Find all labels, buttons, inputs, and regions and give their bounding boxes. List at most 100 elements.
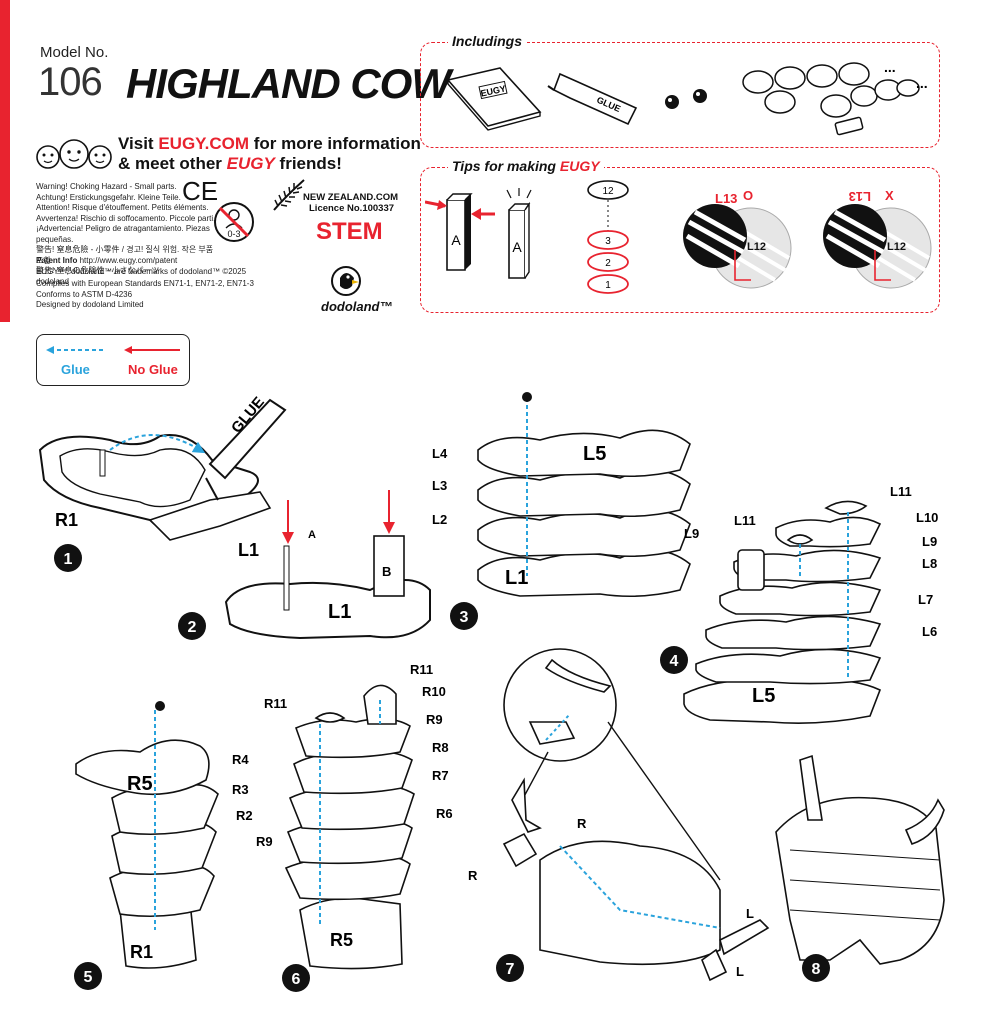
diagram-label: R11 — [410, 662, 433, 677]
tips-box — [420, 167, 940, 313]
glue-legend — [36, 334, 190, 386]
model-name: HIGHLAND COW — [126, 60, 451, 107]
diagram-label: 2 — [188, 619, 197, 636]
legend-no-glue-label: No Glue — [128, 362, 178, 377]
eugy-website-link[interactable]: EUGY.COM — [158, 134, 250, 153]
tips-illustration: A A 12 3 2 1 L13 O L12 — [425, 180, 932, 294]
legend-glue-label: Glue — [61, 362, 90, 377]
diagram-label: 6 — [292, 971, 301, 988]
eugy-mascots-icon — [36, 139, 112, 169]
includings-title: Includings — [448, 33, 526, 49]
model-number: 106 — [38, 60, 103, 104]
visit-text: Visit EUGY.COM for more information & me… — [118, 134, 421, 173]
eye-piece-icon — [522, 392, 532, 402]
diagram-label: R9 — [256, 834, 273, 849]
instruction-booklet-icon: EUGY — [446, 67, 542, 131]
legend-arrows — [46, 346, 180, 354]
eye-piece-icon — [693, 89, 707, 103]
silver-fern-icon — [273, 179, 305, 211]
diagram-label: 4 — [670, 653, 679, 670]
patent-info: Patent Info http://www.eugy.com/patent E… — [36, 256, 247, 286]
diagram-label: L11 — [890, 484, 912, 499]
diagram-label: L2 — [432, 512, 447, 527]
press-card-icon: A — [425, 193, 495, 271]
step-4-illustration — [683, 500, 882, 724]
step-6-illustration — [284, 684, 415, 970]
diagram-label: L1 — [328, 601, 351, 623]
diagram-label: A — [451, 232, 461, 248]
diagram-label: R11 — [264, 696, 287, 711]
diagram-label: R1 — [55, 510, 78, 530]
diagram-label: 2 — [605, 258, 611, 269]
dodoland-logo: dodoland™ — [321, 299, 393, 314]
step-8-illustration — [775, 754, 945, 965]
diagram-label: 8 — [812, 961, 821, 978]
diagram-label: L5 — [583, 443, 606, 465]
eye-piece-icon — [665, 95, 679, 109]
warning-text: Warning! Choking Hazard - Small parts. A… — [36, 182, 216, 275]
step-4-labels: L11 L10 L9 L8 L7 L6 L11 L9 L5 — [684, 484, 938, 707]
diagram-label: R3 — [232, 782, 249, 797]
correct-alignment-icon: L13 O L12 — [683, 188, 792, 289]
nz-licence-line2: Licence No.100337 — [309, 203, 395, 214]
step-2-illustration: A B L1 — [224, 490, 431, 640]
diagram-label: R6 — [436, 806, 453, 821]
diagram-label: L1 — [505, 567, 528, 589]
step-5-illustration — [75, 710, 219, 969]
diagram-label: L6 — [922, 624, 937, 639]
model-label: Model No. — [40, 44, 109, 61]
diagram-label: ... — [884, 60, 896, 75]
diagram-label: L9 — [684, 526, 699, 541]
diagram-label: 7 — [506, 961, 515, 978]
assembly-steps: GLUE R1 L1 A B L1 L5 L4 L3 L2 L1 — [38, 392, 945, 992]
nz-licence-line1: NEW ZEALAND.COM — [303, 192, 398, 203]
diagram-label: R5 — [330, 930, 353, 950]
includings-illustration: EUGY GLUE ... ... — [446, 60, 928, 136]
diagram-label: 3 — [605, 236, 611, 247]
tips-title: Tips for making EUGY — [448, 158, 604, 174]
ce-mark: CE — [182, 176, 219, 206]
diagram-label: R8 — [432, 740, 449, 755]
step-7-illustration — [502, 648, 770, 982]
stem-logo: STEM — [316, 218, 383, 245]
diagram-label: L — [746, 906, 754, 921]
diagram-label: L3 — [432, 478, 447, 493]
diagram-label: O — [743, 188, 753, 203]
eye-piece-icon — [155, 701, 165, 711]
designed-by: Designed by dodoland Limited — [36, 300, 144, 309]
diagram-label: R1 — [130, 942, 153, 962]
diagram-label: R2 — [236, 808, 253, 823]
diagram-label: A — [308, 529, 316, 541]
step-3-labels: L5 L4 L3 L2 L1 — [432, 443, 606, 589]
diagram-label: R9 — [426, 712, 443, 727]
diagram-label: L13 — [849, 189, 871, 204]
diagram-label: 3 — [460, 609, 469, 626]
age-label: 0-3 — [227, 229, 240, 239]
wrong-alignment-icon: L13 X L12 — [823, 188, 932, 289]
includings-box — [420, 42, 940, 148]
step-6-labels: R11 R10 R11 R9 R8 R7 R6 R9 R5 — [256, 662, 453, 950]
diagram-label: L10 — [916, 510, 938, 525]
parts-discs-icon — [742, 62, 920, 136]
diagram-label: R7 — [432, 768, 449, 783]
dodoland-bird-icon — [331, 266, 361, 296]
diagram-label: L12 — [887, 241, 906, 253]
step-5-labels: R5 R4 R3 R2 R1 — [127, 752, 253, 962]
diagram-label: B — [382, 564, 391, 579]
diagram-label: L1 — [238, 540, 259, 560]
diagram-label: R5 — [127, 773, 153, 795]
diagram-label: L11 — [734, 513, 756, 528]
diagram-label: L7 — [918, 592, 933, 607]
diagram-label: L — [736, 964, 744, 979]
red-side-bar — [0, 0, 10, 322]
step-3-illustration — [477, 398, 691, 598]
step-1-illustration: GLUE R1 L1 — [38, 394, 287, 560]
diagram-label: L13 — [715, 191, 737, 206]
diagram-label: R10 — [422, 684, 446, 699]
diagram-label: R — [468, 868, 478, 883]
glue-tube-icon: GLUE — [547, 72, 638, 126]
diagram-label: 1 — [605, 280, 611, 291]
numbered-disc-stack-icon: 12 3 2 1 — [587, 180, 629, 294]
glue-tube-icon — [208, 398, 287, 480]
diagram-label: L8 — [922, 556, 937, 571]
